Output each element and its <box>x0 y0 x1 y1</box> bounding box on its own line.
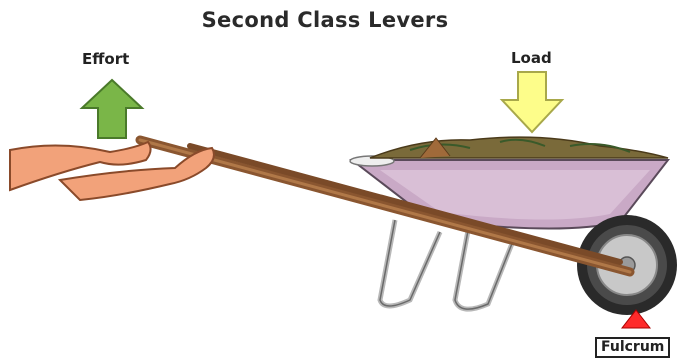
fulcrum-label: Fulcrum <box>595 337 670 358</box>
soil-load <box>370 137 668 158</box>
load-arrow-icon <box>502 72 562 132</box>
effort-label: Effort <box>82 50 129 68</box>
load-label: Load <box>511 49 552 67</box>
effort-arrow-icon <box>82 80 142 138</box>
